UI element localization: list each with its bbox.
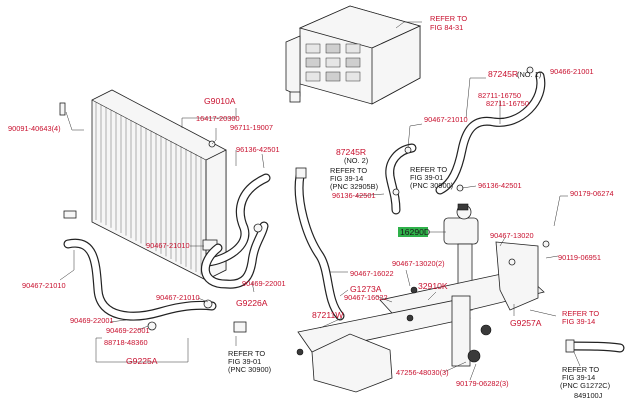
label-90466-21001[interactable]: 90466-21001 [550, 67, 594, 76]
label-90179-06274[interactable]: 90179-06274 [570, 189, 614, 198]
label-g9257a[interactable]: G9257A [510, 318, 542, 328]
highlight-16290d [398, 227, 428, 237]
label-90119-06951[interactable]: 90119-06951 [558, 253, 601, 262]
label-g9226a[interactable]: G9226A [236, 298, 268, 308]
label-96136-42501-b[interactable]: 96136-42501 [478, 181, 522, 190]
refer-fig-84-31-line1[interactable]: REFER TO [430, 14, 467, 23]
label-82711-16750-b[interactable]: 82711-16750 [486, 99, 529, 108]
label-16417-20300[interactable]: 16417-20300 [196, 114, 240, 123]
refer-39-01-a-line2[interactable]: FIG 39-01 [410, 173, 443, 182]
part-labels: REFER TO FIG 84-31 G9010A 90091-40643(4)… [8, 14, 614, 400]
refer-39-14-a-line1[interactable]: REFER TO [330, 166, 367, 175]
diagram-id: 849100J [574, 391, 603, 400]
refer-39-01-a-line1[interactable]: REFER TO [410, 165, 447, 174]
label-90179-06282[interactable]: 90179-06282(3) [456, 379, 509, 388]
refer-39-01-b-line3[interactable]: (PNC 30900) [228, 365, 271, 374]
label-96136-42501-a[interactable]: 96136-42501 [236, 145, 280, 154]
label-90091-40643[interactable]: 90091-40643(4) [8, 124, 61, 133]
inverter-detail [345, 71, 361, 82]
label-90467-13020[interactable]: 90467-13020 [490, 231, 534, 240]
label-90467-13020-2[interactable]: 90467-13020(2) [392, 259, 445, 268]
refer-39-14-a-line2[interactable]: FIG 39-14 [330, 174, 363, 183]
label-90467-21010-mid[interactable]: 90467-21010 [146, 241, 190, 250]
label-g9010a[interactable]: G9010A [204, 96, 236, 106]
label-90467-21010-left[interactable]: 90467-21010 [22, 281, 66, 290]
inverter-detail [325, 57, 341, 68]
label-47256-48030[interactable]: 47256-48030(3) [396, 368, 449, 377]
label-82711-16750-a[interactable]: 82711-16750 [478, 91, 521, 100]
inverter-assembly [285, 5, 422, 105]
refer-39-01-b-line2[interactable]: FIG 39-01 [228, 357, 261, 366]
inverter-detail [305, 71, 321, 82]
label-88718-48360[interactable]: 88718-48360 [104, 338, 148, 347]
refer-39-01-b-line1[interactable]: REFER TO [228, 349, 265, 358]
inverter-detail [325, 43, 341, 54]
label-96136-42501-c[interactable]: 96136-42501 [332, 191, 376, 200]
hoses [63, 71, 625, 353]
label-96711-19007[interactable]: 96711-19007 [230, 123, 273, 132]
label-87245r-no1[interactable]: 87245R [488, 69, 518, 79]
inverter-detail [325, 71, 341, 82]
label-90469-22001-c[interactable]: 90469-22001 [106, 326, 150, 335]
label-g1273a[interactable]: G1273A [350, 284, 382, 294]
label-87211w[interactable]: 87211W [312, 310, 344, 320]
inverter-detail [345, 57, 361, 68]
label-32910k[interactable]: 32910K [418, 281, 448, 291]
label-87245r-no2[interactable]: 87245R [336, 147, 366, 157]
inverter-detail [345, 43, 361, 54]
refer-39-14-b-line1[interactable]: REFER TO [562, 309, 599, 318]
refer-39-14-c-line3[interactable]: (PNC G1272C) [560, 381, 610, 390]
label-90469-22001-a[interactable]: 90469-22001 [242, 279, 286, 288]
label-16290d[interactable]: 16290D [400, 227, 430, 237]
refer-fig-84-31-line2[interactable]: FIG 84-31 [430, 23, 463, 32]
leader-lines [59, 21, 581, 381]
label-87245r-no1-suffix[interactable]: (NO. 1) [517, 70, 541, 79]
refer-39-14-c-line1[interactable]: REFER TO [562, 365, 599, 374]
label-90467-16022-b[interactable]: 90467-16022 [344, 293, 388, 302]
label-90467-21010-top[interactable]: 90467-21010 [424, 115, 468, 124]
label-g9225a[interactable]: G9225A [126, 356, 158, 366]
label-90467-16022[interactable]: 90467-16022 [350, 269, 394, 278]
water-pump-assembly [147, 66, 575, 393]
label-90469-22001-b[interactable]: 90469-22001 [70, 316, 114, 325]
refer-39-14-c-line2[interactable]: FIG 39-14 [562, 373, 595, 382]
label-87245r-no2-suffix[interactable]: (NO. 2) [344, 156, 368, 165]
refer-39-01-a-line3[interactable]: (PNC 30900) [410, 181, 453, 190]
refer-39-14-b-line2[interactable]: FIG 39-14 [562, 317, 595, 326]
inverter-detail [305, 57, 321, 68]
label-90467-21010-low[interactable]: 90467-21010 [156, 293, 200, 302]
refer-39-14-a-line3[interactable]: (PNC 32905B) [330, 182, 378, 191]
inverter-detail [305, 43, 321, 54]
